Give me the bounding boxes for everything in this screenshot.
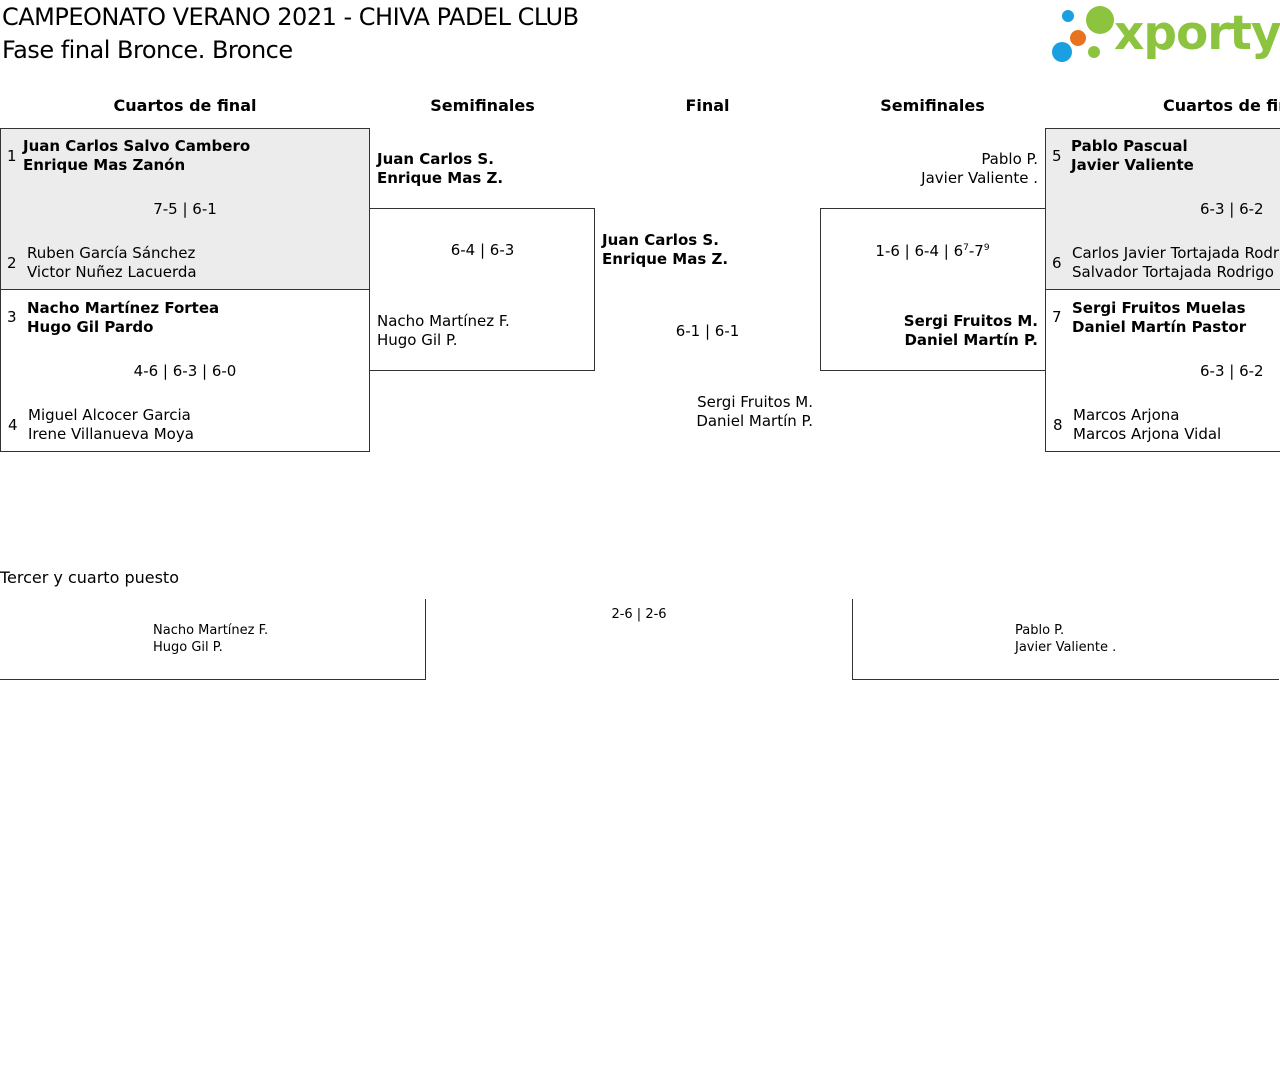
third-place-score: 2-6 | 2-6 xyxy=(611,607,667,622)
tiebreak-points: 9 xyxy=(983,243,990,253)
team-player: Salvador Tortajada Rodrigo xyxy=(1072,263,1274,281)
team-player: Hugo Gil P. xyxy=(153,640,223,655)
team-player: Nacho Martínez F. xyxy=(377,312,510,330)
third-place-left-slot[interactable] xyxy=(0,599,426,680)
seed-number: 5 xyxy=(1052,147,1062,165)
team-player: Javier Valiente . xyxy=(1015,640,1117,655)
column-header-sf-left: Semifinales xyxy=(430,96,535,115)
logo-dot-blue-small xyxy=(1062,10,1074,22)
page-title: CAMPEONATO VERANO 2021 - CHIVA PADEL CLU… xyxy=(2,3,579,31)
team-player: Javier Valiente xyxy=(1071,156,1194,174)
team-player: Irene Villanueva Moya xyxy=(28,425,194,443)
seed-number: 6 xyxy=(1052,254,1062,272)
page-subtitle: Fase final Bronce. Bronce xyxy=(2,36,293,64)
sf-left-match[interactable] xyxy=(369,208,595,371)
logo-dot-green xyxy=(1086,6,1114,34)
logo-dot-blue-large xyxy=(1052,42,1072,62)
team-player: Hugo Gil Pardo xyxy=(27,318,154,336)
final-score: 6-1 | 6-1 xyxy=(675,322,740,340)
team-player: Juan Carlos Salvo Cambero xyxy=(23,137,251,155)
team-player: Pablo Pascual xyxy=(1071,137,1188,155)
tiebreak-points: 7 xyxy=(963,243,969,253)
logo-wordmark: xporty xyxy=(1114,6,1280,61)
column-header-qf-left: Cuartos de final xyxy=(113,96,257,115)
team-player: Nacho Martínez Fortea xyxy=(27,299,220,317)
match-score: 7-5 | 6-1 xyxy=(153,200,217,218)
seed-number: 4 xyxy=(8,416,18,434)
team-player: Juan Carlos S. xyxy=(377,150,494,168)
team-player: Sergi Fruitos M. xyxy=(697,393,813,411)
qf-match-1[interactable] xyxy=(0,128,370,290)
team-player: Juan Carlos S. xyxy=(602,231,719,249)
score-sets: -7 xyxy=(968,242,984,260)
match-score: 6-3 | 6-2 xyxy=(1200,200,1264,218)
score-sets: 1-6 | 6-4 | 6 xyxy=(875,242,964,260)
team-player: Miguel Alcocer Garcia xyxy=(28,406,191,424)
column-header-qf-right: Cuartos de final xyxy=(1163,96,1280,115)
team-player: Enrique Mas Z. xyxy=(602,250,729,268)
seed-number: 1 xyxy=(7,147,17,165)
team-player: Sergi Fruitos Muelas xyxy=(1072,299,1246,317)
team-player: Hugo Gil P. xyxy=(377,331,458,349)
column-header-sf-right: Semifinales xyxy=(880,96,985,115)
team-player: Marcos Arjona xyxy=(1073,406,1180,424)
logo-dot-orange xyxy=(1070,30,1086,46)
team-player: Daniel Martín Pastor xyxy=(1072,318,1247,336)
match-score: 4-6 | 6-3 | 6-0 xyxy=(133,362,237,380)
match-score: 6-3 | 6-2 xyxy=(1200,362,1264,380)
seed-number: 8 xyxy=(1053,416,1063,434)
team-player: Marcos Arjona Vidal xyxy=(1073,425,1222,443)
seed-number: 7 xyxy=(1052,308,1062,326)
team-player: Daniel Martín P. xyxy=(696,412,813,430)
team-player: Pablo P. xyxy=(981,150,1038,168)
team-player: Sergi Fruitos M. xyxy=(903,312,1038,330)
team-player: Carlos Javier Tortajada Rodrigo xyxy=(1072,244,1280,262)
seed-number: 3 xyxy=(7,308,17,326)
team-player: Nacho Martínez F. xyxy=(153,623,269,638)
match-score: 1-6 | 6-4 | 67-79 xyxy=(820,242,1045,260)
team-player: Daniel Martín P. xyxy=(904,331,1038,349)
column-header-final: Final xyxy=(685,96,730,115)
qf-match-4[interactable] xyxy=(1045,289,1280,452)
xporty-logo[interactable]: xporty xyxy=(1052,4,1280,68)
team-player: Javier Valiente . xyxy=(921,169,1038,187)
logo-dot-green-small xyxy=(1088,46,1100,58)
team-player: Enrique Mas Zanón xyxy=(23,156,186,174)
match-score: 6-4 | 6-3 xyxy=(450,241,515,259)
qf-match-3[interactable] xyxy=(1045,128,1280,290)
third-place-right-slot[interactable] xyxy=(852,599,1279,680)
team-player: Enrique Mas Z. xyxy=(377,169,504,187)
team-player: Pablo P. xyxy=(1015,623,1065,638)
third-place-label: Tercer y cuarto puesto xyxy=(0,568,179,587)
seed-number: 2 xyxy=(7,254,17,272)
team-player: Ruben García Sánchez xyxy=(27,244,196,262)
team-player: Victor Nuñez Lacuerda xyxy=(27,263,197,281)
